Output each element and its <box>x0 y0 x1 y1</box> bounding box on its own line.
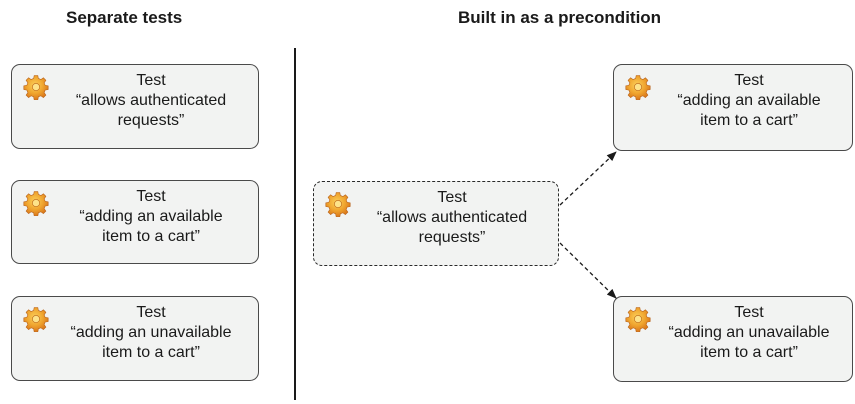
test-box-adding-unavailable-item: Test “adding an unavailable item to a ca… <box>11 296 259 381</box>
dependent-test-box-adding-available-item: Test “adding an available item to a cart… <box>613 64 853 151</box>
test-box-label: Test “adding an available item to a cart… <box>648 71 850 131</box>
test-box-label: Test “allows authenticated requests” <box>46 71 256 131</box>
test-name-line: “adding an available <box>79 208 223 225</box>
test-name-line: requests” <box>418 229 486 246</box>
heading-built-in-precondition: Built in as a precondition <box>458 8 662 27</box>
test-box-label: Test “adding an available item to a cart… <box>46 187 256 247</box>
test-title: Test <box>734 304 764 321</box>
arrow-to-unavailable-item-test <box>559 242 617 299</box>
test-box-adding-available-item: Test “adding an available item to a cart… <box>11 180 259 264</box>
test-name-line: item to a cart” <box>700 344 798 361</box>
test-name-line: “allows authenticated <box>376 209 528 226</box>
test-title: Test <box>437 189 467 206</box>
test-title: Test <box>734 72 764 89</box>
test-name-line: “allows authenticated <box>75 92 227 109</box>
test-box-allows-authenticated-requests: Test “allows authenticated requests” <box>11 64 259 149</box>
test-title: Test <box>136 188 166 205</box>
test-title: Test <box>136 304 166 321</box>
test-box-label: Test “allows authenticated requests” <box>348 188 556 248</box>
test-name-line: “adding an unavailable <box>70 324 232 341</box>
precondition-box-allows-authenticated-requests: Test “allows authenticated requests” <box>313 181 559 266</box>
heading-separate-tests: Separate tests <box>66 8 183 27</box>
test-name-line: item to a cart” <box>102 228 200 245</box>
vertical-divider <box>294 48 296 400</box>
test-name-line: requests” <box>117 112 185 129</box>
test-title: Test <box>136 72 166 89</box>
test-box-label: Test “adding an unavailable item to a ca… <box>46 303 256 363</box>
dependent-test-box-adding-unavailable-item: Test “adding an unavailable item to a ca… <box>613 296 853 382</box>
test-name-line: item to a cart” <box>102 344 200 361</box>
test-name-line: item to a cart” <box>700 112 798 129</box>
test-name-line: “adding an unavailable <box>668 324 830 341</box>
test-box-label: Test “adding an unavailable item to a ca… <box>648 303 850 363</box>
arrow-to-available-item-test <box>559 151 617 206</box>
test-name-line: “adding an available <box>677 92 821 109</box>
